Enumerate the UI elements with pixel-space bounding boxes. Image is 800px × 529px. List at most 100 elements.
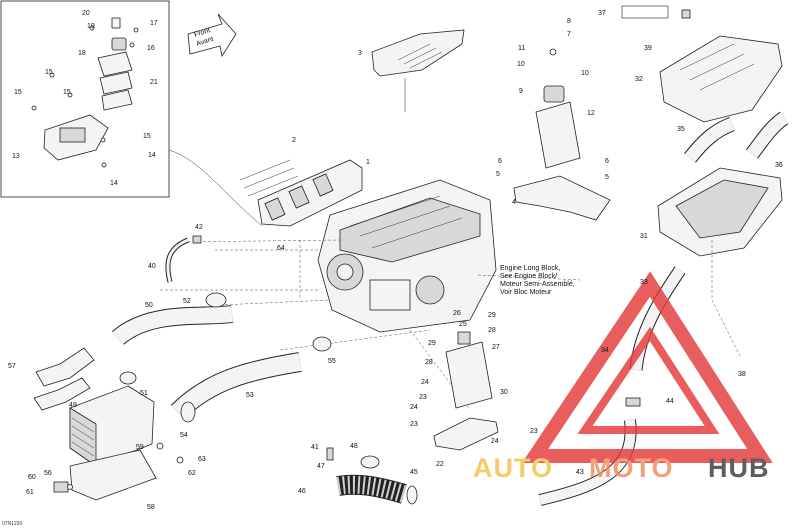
callout-c23c: 23 bbox=[530, 428, 538, 435]
mount-9 bbox=[543, 85, 565, 103]
callout-numbers: 20 19 17 16 18 21 15 15 15 15 14 14 13 3… bbox=[8, 10, 783, 511]
callout-c23a: 23 bbox=[419, 394, 427, 401]
callout-c31: 31 bbox=[640, 233, 648, 240]
clamp-48 bbox=[360, 455, 380, 469]
callout-c48: 48 bbox=[350, 443, 358, 450]
callout-c62: 62 bbox=[188, 470, 196, 477]
callout-c12: 12 bbox=[587, 110, 595, 117]
callout-c40: 40 bbox=[148, 263, 156, 270]
clamp-54 bbox=[180, 401, 196, 423]
callout-c28a: 28 bbox=[488, 327, 496, 334]
callout-c16: 16 bbox=[147, 45, 155, 52]
callout-c14b: 14 bbox=[110, 180, 118, 187]
callout-c7: 7 bbox=[567, 31, 571, 38]
callout-c63: 63 bbox=[198, 456, 206, 463]
engine-long-block-note: Engine Long Block, See Engine Block/ Mot… bbox=[500, 265, 575, 296]
callout-c45: 45 bbox=[410, 469, 418, 476]
front-arrow-icon: Front Avant bbox=[187, 13, 237, 58]
callout-c10a: 10 bbox=[517, 61, 525, 68]
callout-c15c: 15 bbox=[14, 89, 22, 96]
callout-c15b: 15 bbox=[63, 89, 71, 96]
callout-c43: 43 bbox=[576, 469, 584, 476]
callout-c61: 61 bbox=[26, 489, 34, 496]
support-22 bbox=[433, 417, 499, 451]
callout-c9: 9 bbox=[519, 88, 523, 95]
callout-c55: 55 bbox=[328, 358, 336, 365]
callout-c11: 11 bbox=[518, 45, 525, 52]
support-30 bbox=[445, 341, 493, 409]
callout-c42: 42 bbox=[195, 224, 203, 231]
clamp-52 bbox=[205, 292, 227, 308]
nut-63 bbox=[176, 456, 184, 464]
sensor-41 bbox=[326, 447, 334, 461]
callout-c44: 44 bbox=[666, 398, 674, 405]
callout-c25: 25 bbox=[459, 321, 467, 328]
callout-c27: 27 bbox=[492, 344, 500, 351]
watermark-moto: MOTO bbox=[589, 453, 674, 483]
hose-36-inner bbox=[746, 112, 788, 158]
support-4 bbox=[513, 175, 611, 221]
engine-note-line-3: Moteur Semi-Assemblé, bbox=[500, 281, 575, 288]
callout-c59: 59 bbox=[136, 444, 144, 451]
nut-8 bbox=[549, 48, 557, 56]
callout-c46: 46 bbox=[298, 488, 306, 495]
hose-40-inner bbox=[166, 238, 189, 283]
callout-c17: 17 bbox=[150, 20, 158, 27]
callout-c26: 26 bbox=[453, 310, 461, 317]
watermark-auto: AUTO bbox=[473, 453, 553, 483]
callout-c60: 60 bbox=[28, 474, 36, 481]
callout-c21: 21 bbox=[150, 79, 158, 86]
clamp-44 bbox=[625, 397, 641, 407]
clip-56 bbox=[53, 481, 69, 493]
callout-c6a: 6 bbox=[498, 158, 502, 165]
airbox-bolt-lines bbox=[711, 240, 741, 357]
plate-12 bbox=[535, 101, 581, 169]
mount-25 bbox=[457, 331, 471, 345]
clamp-42 bbox=[192, 235, 202, 244]
callout-c22: 22 bbox=[436, 461, 444, 468]
callout-c38: 38 bbox=[738, 371, 746, 378]
callout-c24b: 24 bbox=[410, 404, 418, 411]
inset-connector bbox=[168, 149, 263, 227]
engine-note-line-2: See Engine Block/ bbox=[500, 273, 557, 280]
callout-c39: 39 bbox=[644, 45, 652, 52]
callout-c32: 32 bbox=[635, 76, 643, 83]
callout-c54: 54 bbox=[180, 432, 188, 439]
callout-c37: 37 bbox=[598, 10, 606, 17]
callout-c57: 57 bbox=[8, 363, 16, 370]
callout-c35: 35 bbox=[677, 126, 685, 133]
bolt-set-2 bbox=[239, 159, 299, 197]
label-37 bbox=[621, 5, 669, 19]
pipe-50-inner bbox=[112, 306, 233, 345]
hose-35-inner bbox=[684, 117, 735, 163]
bracket-57a bbox=[35, 347, 95, 387]
callout-c29a: 29 bbox=[488, 312, 496, 319]
callout-c51: 51 bbox=[140, 390, 148, 397]
clamp-55 bbox=[312, 336, 332, 352]
mount-assembly-inset bbox=[31, 17, 139, 168]
callout-c34: 34 bbox=[601, 347, 609, 354]
callout-c15d: 15 bbox=[143, 133, 151, 140]
airbox-base-31-inner bbox=[675, 179, 769, 239]
callout-c24a: 24 bbox=[421, 379, 429, 386]
callout-c29b: 29 bbox=[428, 340, 436, 347]
callout-c36: 36 bbox=[775, 162, 783, 169]
clamp-45 bbox=[406, 485, 418, 505]
callout-c28b: 28 bbox=[425, 359, 433, 366]
callout-c10b: 10 bbox=[581, 70, 589, 77]
callout-c15a: 15 bbox=[45, 69, 53, 76]
clip-37 bbox=[681, 9, 691, 19]
callout-c5b: 5 bbox=[605, 174, 609, 181]
callout-c64: 64 bbox=[277, 245, 285, 252]
callout-c13: 13 bbox=[12, 153, 20, 160]
part-3-cover bbox=[371, 29, 465, 77]
airbox-cover-32 bbox=[659, 35, 783, 123]
callout-c14a: 14 bbox=[148, 152, 156, 159]
callout-c41: 41 bbox=[311, 444, 319, 451]
bracket-57b bbox=[33, 377, 91, 411]
inset-frame bbox=[0, 0, 170, 198]
engine-long-block bbox=[317, 179, 497, 333]
callout-c52: 52 bbox=[183, 298, 191, 305]
